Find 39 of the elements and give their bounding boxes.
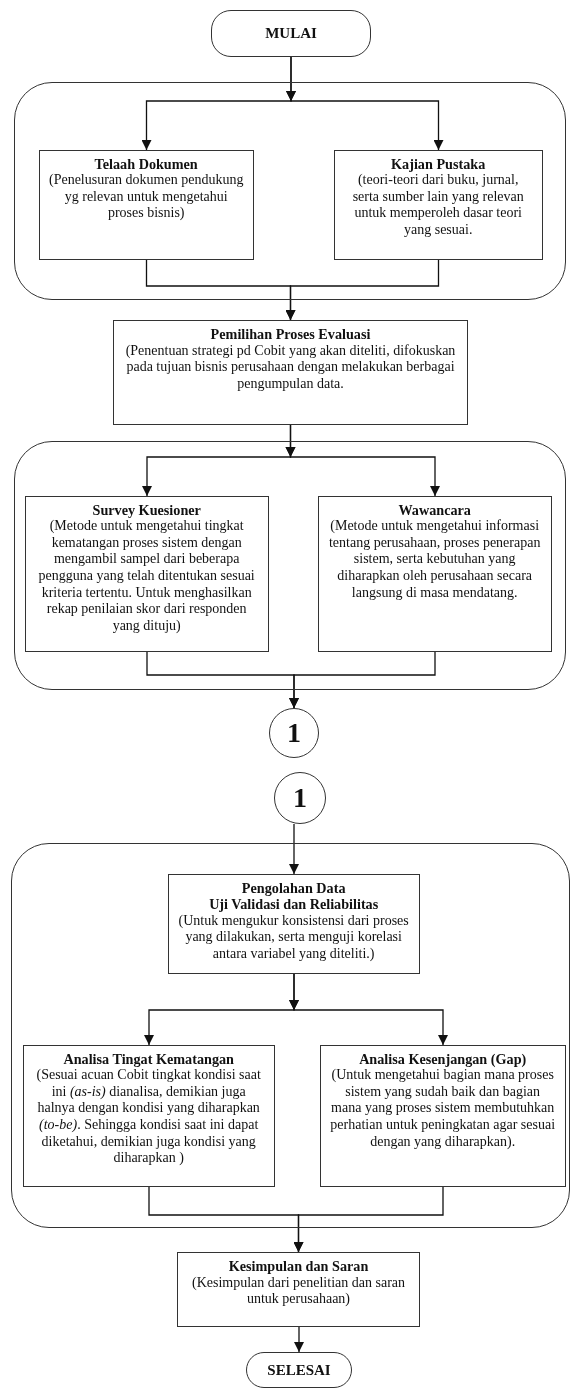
step-description: (Penentuan strategi pd Cobit yang akan diteliti, difokuskan pada tujuan bisnis perusahaan dengan melakukan berbagai pengumpulan data.: [124, 342, 457, 393]
process-box: [177, 1252, 420, 1327]
process-box: [22, 1044, 275, 1187]
step-title: Wawancara: [398, 501, 471, 519]
step-title: Pengolahan Data: [241, 879, 346, 897]
step-title: Pemilihan Proses Evaluasi: [210, 326, 371, 343]
group-panel: [14, 82, 566, 300]
process-box: [38, 149, 254, 260]
process-box: [333, 149, 543, 260]
step-title: Telaah Dokumen: [94, 155, 198, 173]
connector-circle: [274, 772, 326, 824]
terminal-label: MULAI: [265, 25, 317, 42]
step-title: Kajian Pustaka: [391, 155, 486, 173]
connector-number: 1: [287, 718, 301, 748]
terminal-label: SELESAI: [267, 1361, 331, 1379]
process-box: [319, 1044, 566, 1187]
step-title: Analisa Tingat Kematangan: [63, 1050, 234, 1068]
step-title: Analisa Kesenjangan (Gap): [359, 1050, 527, 1068]
process-box: [113, 320, 468, 425]
step-title: Survey Kuesioner: [92, 501, 201, 519]
step-description: (Untuk mengukur konsistensi dari proses yang dilakukan, serta menguji korelasi antara variabel yang diteliti.): [177, 912, 410, 963]
step-description: (Kesimpulan dari penelitian dan saran untuk perusahaan): [190, 1274, 406, 1308]
step-title: Kesimpulan dan Saran: [228, 1258, 369, 1275]
step-description: (Sesuai acuan Cobit tingkat kondisi saat ini (as-is) dianalisa, demikian juga halnya dengan kondisi yang diharapkan (to-be). Sehingga kondisi saat ini dapat diketahui, demikian juga kondisi yang diharapkan ): [35, 1067, 262, 1167]
group-panel: [14, 441, 566, 690]
step-description: (Metode untuk mengetahui informasi tentang perusahaan, proses penerapan sistem, serta kebutuhan yang diharapkan oleh perusahaan secara langsung di masa mendatang.: [327, 518, 542, 602]
step-description: (Penelusuran dokumen pendukung yg relevan untuk mengetahui proses bisnis): [48, 172, 244, 223]
step-title: Uji Validasi dan Reliabilitas: [209, 896, 379, 913]
terminal-pill: [211, 10, 371, 57]
connector-circle: [269, 708, 319, 758]
group-panel: [11, 843, 570, 1228]
step-description: (teori-teori dari buku, jurnal, serta sumber lain yang relevan untuk memperoleh dasar teori yang sesuai.: [351, 172, 525, 239]
terminal-pill: [246, 1352, 352, 1388]
process-box: [167, 873, 420, 974]
process-box: [24, 495, 269, 652]
step-description: (Untuk mengetahui bagian mana proses sistem yang sudah baik dan bagian mana yang proses sistem membutuhkan perhatian untuk peningkatan agar sesuai dengan yang diharapkan).: [329, 1067, 556, 1151]
process-box: [317, 495, 552, 652]
step-description: (Metode untuk mengetahui tingkat kematangan proses sistem dengan mengambil sampel dari beberapa pengguna yang telah ditentukan sesuai kriteria tertentu. Untuk menghasilkan rekap penilaian skor dari responden yang dituju): [37, 518, 256, 635]
connector-number: 1: [293, 783, 307, 813]
